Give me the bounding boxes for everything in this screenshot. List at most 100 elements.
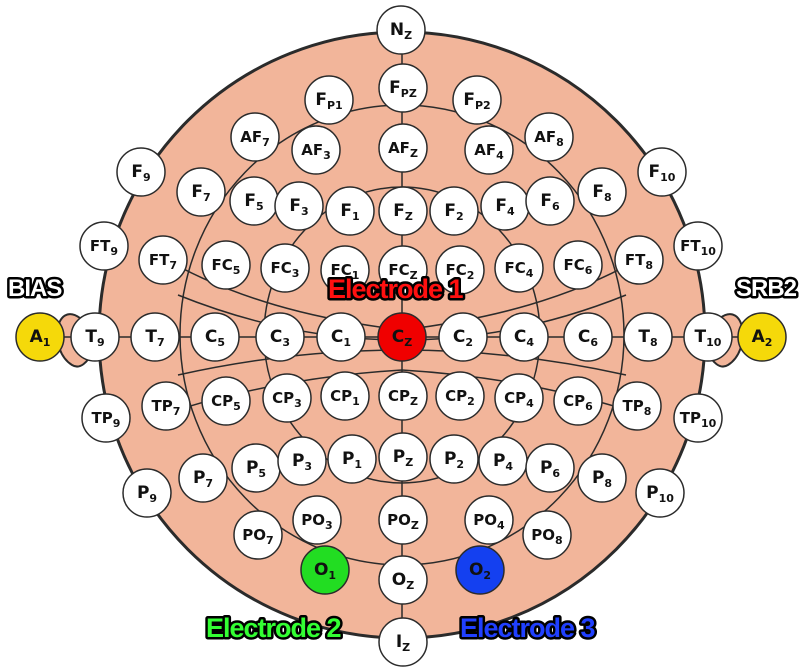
electrode-label-base: F — [131, 162, 143, 182]
electrode-label-sub: 5 — [233, 400, 241, 413]
electrode-label-base: FT — [90, 237, 111, 255]
electrode-label: C4 — [514, 327, 534, 349]
electrode-fp2: FP2 — [452, 75, 502, 125]
electrode-label: TP9 — [92, 409, 121, 430]
electrode-label-sub: 10 — [701, 245, 717, 258]
electrode-marker — [81, 393, 131, 443]
electrode-cp6: CP6 — [553, 376, 603, 426]
electrode-c4: C4 — [499, 312, 549, 362]
electrode-c6: C6 — [563, 312, 613, 362]
electrode-label: CP4 — [504, 389, 534, 410]
electrode-label-base: A — [752, 327, 766, 347]
electrode-label: FC6 — [564, 256, 593, 277]
electrode-label: P7 — [193, 468, 213, 490]
electrode-marker — [563, 312, 613, 362]
electrode-label-base: CP — [330, 387, 352, 405]
electrode-marker — [291, 125, 341, 175]
electrode-label-sub: 5 — [256, 200, 264, 213]
electrode-ft7: FT7 — [138, 235, 188, 285]
electrode-label-base: TP — [680, 409, 701, 427]
electrode-label: CZ — [392, 327, 412, 349]
electrode-label: O1 — [314, 560, 336, 582]
electrode-label-sub: 9 — [97, 336, 105, 349]
electrode-marker — [122, 468, 172, 518]
electrode-marker — [635, 468, 685, 518]
electrode-label-sub: 9 — [110, 245, 118, 258]
electrode-f3: F3 — [274, 181, 324, 231]
electrode-label-base: FC — [446, 261, 467, 279]
electrode-label-base: F — [393, 201, 405, 221]
electrode-label-sub: 4 — [526, 397, 534, 410]
electrode-label-base: F — [592, 182, 604, 202]
electrode-label-base: CP — [388, 387, 410, 405]
electrode-marker — [525, 443, 575, 493]
electrode-c3: C3 — [255, 312, 305, 362]
electrode-label: FT7 — [149, 251, 177, 272]
electrode-label: CP2 — [445, 387, 475, 408]
electrode-label: F7 — [191, 182, 210, 204]
electrode-label: P10 — [646, 483, 674, 505]
electrode-label-sub: 4 — [507, 205, 515, 218]
electrode-marker — [429, 186, 479, 236]
electrode-label: FZ — [393, 201, 413, 223]
electrode-p10: P10 — [635, 468, 685, 518]
electrode-marker — [320, 371, 370, 421]
electrode-label: POZ — [387, 511, 419, 532]
electrode-label-sub: P1 — [327, 99, 343, 112]
electrode-label-sub: 3 — [325, 519, 333, 532]
electrode-cp1: CP1 — [320, 371, 370, 421]
electrode-label: FC1 — [331, 261, 360, 282]
bias-label: BIAS — [8, 275, 62, 302]
electrode-p7: P7 — [178, 453, 228, 503]
electrode-label-base: F — [444, 201, 456, 221]
electrode-label: NZ — [390, 20, 412, 42]
electrode-label: AF4 — [474, 141, 504, 162]
electrode-label-base: FT — [625, 251, 646, 269]
electrode-c5: C5 — [190, 312, 240, 362]
electrode-fc6: FC6 — [553, 240, 603, 290]
electrode-label-sub: 7 — [266, 534, 274, 547]
electrode-label: FC3 — [271, 259, 300, 280]
electrode-label: F1 — [340, 201, 359, 223]
electrode-label-sub: 6 — [585, 400, 593, 413]
electrode-label-base: P — [592, 468, 604, 488]
electrode-label-base: C — [392, 327, 404, 347]
electrode-label-sub: 7 — [262, 136, 270, 149]
electrode-label-base: F — [244, 191, 256, 211]
electrode-label-base: TP — [623, 397, 644, 415]
electrode-label: CP6 — [563, 392, 593, 413]
electrode-af3: AF3 — [291, 125, 341, 175]
electrode-label: C2 — [453, 327, 473, 349]
electrode-label: FP1 — [315, 90, 342, 112]
electrode-label-base: PO — [242, 526, 266, 544]
electrode-f7: F7 — [176, 167, 226, 217]
electrode-t7: T7 — [130, 312, 180, 362]
electrode-marker — [378, 123, 428, 173]
electrode-label-sub: 3 — [294, 397, 302, 410]
electrode-label-sub: 1 — [352, 269, 360, 282]
electrode-label-sub: Z — [405, 456, 413, 469]
electrode-a2: A2 — [737, 312, 787, 362]
electrode-label: O2 — [469, 560, 491, 582]
electrode-marker — [233, 510, 283, 560]
electrode-label-sub: 1 — [352, 395, 360, 408]
electrode-label: A2 — [752, 327, 773, 349]
electrode-marker — [79, 221, 129, 271]
electrode-t9: T9 — [70, 312, 120, 362]
electrode-label-sub: Z — [402, 641, 410, 654]
electrode-marker — [190, 312, 240, 362]
electrode-label-base: F — [389, 78, 401, 98]
electrode-f5: F5 — [229, 176, 279, 226]
electrode-marker — [230, 112, 280, 162]
electrode-label-base: FC — [271, 259, 292, 277]
electrode-tp8: TP8 — [612, 381, 662, 431]
electrode-label-base: FT — [149, 251, 170, 269]
electrode-label-sub: 9 — [143, 171, 151, 184]
electrode-marker — [673, 393, 723, 443]
electrode-label: T9 — [85, 327, 104, 349]
electrode-oz: OZ — [378, 555, 428, 605]
electrode-label-base: C — [514, 327, 526, 347]
electrode-label-base: C — [578, 327, 590, 347]
electrode-marker — [623, 312, 673, 362]
